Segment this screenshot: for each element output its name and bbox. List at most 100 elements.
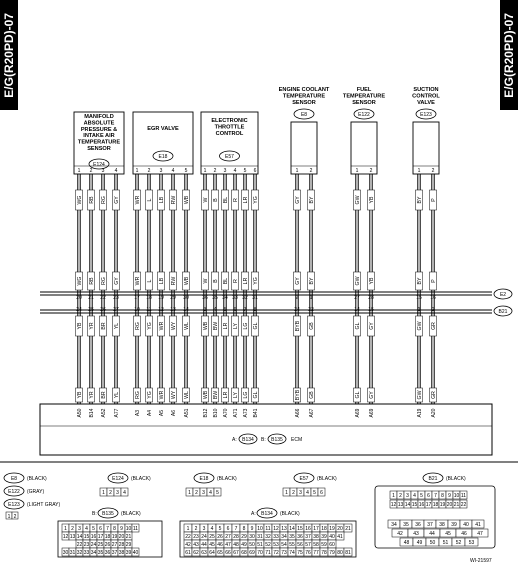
e124-pin-num: 3 <box>116 490 119 496</box>
b21-r1-pin-num: 3 <box>406 493 409 499</box>
ecm-wire-box <box>429 387 437 403</box>
harness-wire-label: GY <box>295 277 301 285</box>
harness-wire-box <box>182 271 190 291</box>
wire-color-label: LR <box>243 196 249 203</box>
b21-r2-pin-num: 20 <box>447 502 453 508</box>
lower-wire-label: GL <box>355 322 361 329</box>
e18-pin-num: 2 <box>195 490 198 496</box>
harness-wire-label: RW <box>171 277 177 286</box>
ecm-wire-box <box>415 387 423 403</box>
b135-r1-pin-num: 1 <box>64 526 67 532</box>
lower-wire-label: BW <box>213 322 219 330</box>
ecm-label-a: A: <box>232 437 237 443</box>
b134-r2-pin-num: 26 <box>217 534 223 540</box>
ecm-wire-label: LG <box>243 392 249 399</box>
b135-r2-pin-num: 17 <box>98 534 104 540</box>
e57-pin-num: 5 <box>313 490 316 496</box>
ecm-pin: A52 <box>101 408 107 417</box>
b134-r3-pin-num: 42 <box>185 542 191 548</box>
harness-pin-upper: 34 <box>222 295 228 301</box>
b21-r2-pin-num: 22 <box>461 502 467 508</box>
harness-wire-box <box>112 271 120 291</box>
b134-r1-pin-num: 19 <box>329 526 335 532</box>
component-pin: 2 <box>148 168 151 174</box>
wire-color-box <box>169 189 177 211</box>
b135-r1-pin-num: 10 <box>126 526 132 532</box>
harness-wire-box <box>429 271 437 291</box>
lower-wire-label: GR <box>431 322 437 330</box>
b134-r3-pin-num: 54 <box>281 542 287 548</box>
harness-pin-upper: 1 <box>310 295 313 301</box>
harness-wire-box <box>367 271 375 291</box>
harness-lower-tag <box>493 305 513 317</box>
b135-r4-pin-num: 38 <box>119 550 125 556</box>
b135-r1-pin-num: 11 <box>133 526 138 532</box>
wire-color-label: P <box>431 198 437 202</box>
ecm-wire-box <box>87 387 95 403</box>
b21-r5-num: 50 <box>430 540 436 546</box>
harness-pin-upper: 29 <box>170 295 176 301</box>
component-box <box>132 111 194 175</box>
wire-color-label: RB <box>89 196 95 204</box>
ecm-wire-label: GR <box>431 391 437 399</box>
b134-r3-pin-num: 50 <box>249 542 255 548</box>
ecm-wire-box <box>133 387 141 403</box>
component-pin: 2 <box>90 168 93 174</box>
b135-r4-pin-num: 31 <box>70 550 76 556</box>
b134-r4-pin-num: 77 <box>313 550 319 556</box>
b134-r2-pin-cell <box>335 531 345 541</box>
b135-tag <box>97 507 119 519</box>
lower-wire-label: BR <box>101 322 107 329</box>
connector-tag <box>88 158 110 170</box>
e18-pin-num: 4 <box>209 490 212 496</box>
lower-wire-box <box>241 315 249 337</box>
b135-r3-pin-num: 22 <box>77 542 83 548</box>
harness-pin-upper: 20 <box>76 295 82 301</box>
e18-pin-cell <box>213 487 222 497</box>
connector-tag-label: E122 <box>358 112 370 118</box>
ecm-wire-label: LY <box>233 391 239 397</box>
ecm-pin: A69 <box>369 408 375 417</box>
b134-r4-pin-num: 79 <box>329 550 335 556</box>
b21-r3-num: 35 <box>403 522 409 528</box>
lower-wire-box <box>157 315 165 337</box>
harness-pin-upper: 30 <box>183 295 189 301</box>
b21-r4-num: 46 <box>461 531 467 537</box>
b21-r3-num: 38 <box>439 522 445 528</box>
component-pin: 3 <box>102 168 105 174</box>
legend-tag <box>3 485 25 497</box>
b135-r3-pin-num: 26 <box>105 542 111 548</box>
section-tab-left: E/G(R20PD)-07 <box>0 0 18 110</box>
b134-r3-pin-num: 58 <box>313 542 319 548</box>
lower-wire-label: YR <box>89 322 95 329</box>
b21-r5-num: 51 <box>443 540 449 546</box>
b135-r4-pin-num: 32 <box>77 550 83 556</box>
b134-r4-pin-num: 78 <box>321 550 327 556</box>
b134-r3-pin-num: 48 <box>233 542 239 548</box>
legend-code: E122 <box>8 489 20 495</box>
b135-r2-pin-num: 16 <box>91 534 97 540</box>
b21-r5-num: 49 <box>417 540 423 546</box>
b135-r3-pin-num: 27 <box>112 542 118 548</box>
ecm-wire-label: YG <box>147 391 153 399</box>
ecm-wire-box <box>112 387 120 403</box>
harness-wire-label: BY <box>417 277 423 284</box>
b134-r4-pin-num: 61 <box>185 550 191 556</box>
component-label-line: EGR VALVE <box>147 126 179 132</box>
ecm-wire-label: GY <box>369 391 375 399</box>
ecm-wire-box <box>145 387 153 403</box>
ecm-wire-box <box>353 387 361 403</box>
b134-r2-pin-num: 34 <box>281 534 287 540</box>
harness-pin-upper: 19 <box>158 295 164 301</box>
component-pin: 5 <box>185 168 188 174</box>
b134-r2-pin-num: 28 <box>233 534 239 540</box>
e57-pin-num: 1 <box>285 490 288 496</box>
wire-color-label: R <box>233 198 239 202</box>
e124-pin-num: 2 <box>109 490 112 496</box>
ecm-wire-label: GW <box>417 390 423 399</box>
b135-r1-pin-num: 7 <box>106 526 109 532</box>
e18-tag <box>193 472 215 484</box>
b134-r1-pin-num: 15 <box>297 526 303 532</box>
b134-r4-pin-num: 73 <box>281 550 287 556</box>
b21-r5-num: 48 <box>404 540 410 546</box>
